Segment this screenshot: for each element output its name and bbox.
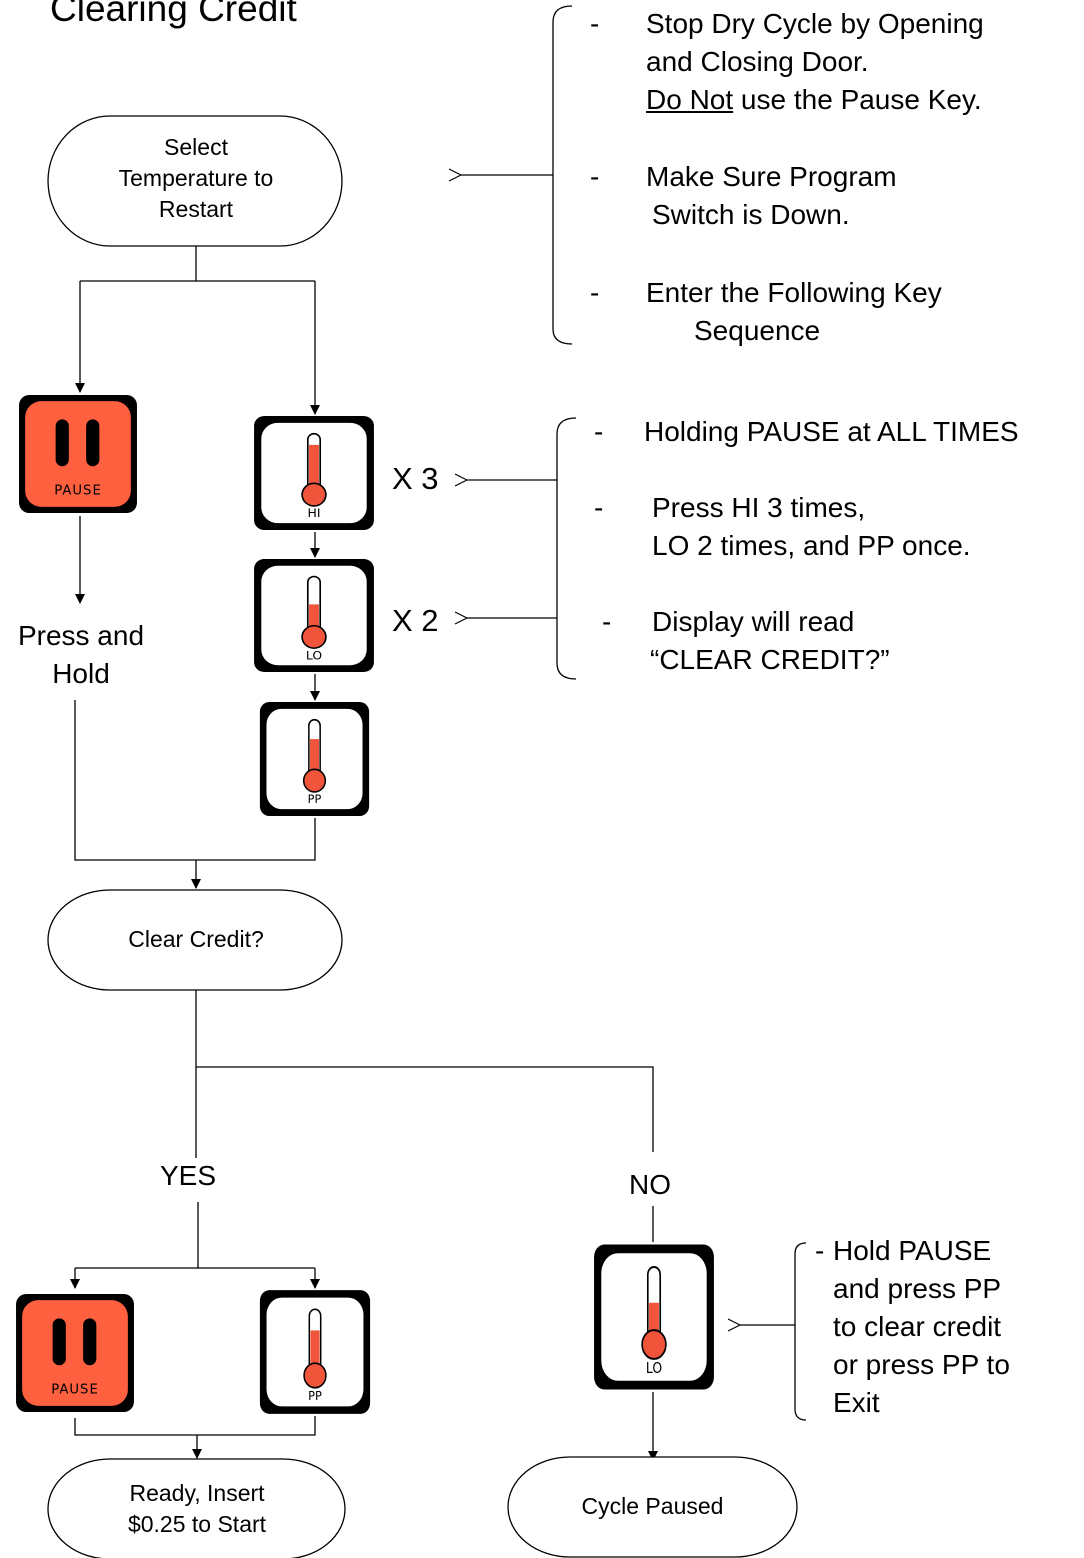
- connectors: [70, 246, 658, 1461]
- lo-key-bottom[interactable]: LO: [592, 1242, 716, 1392]
- thermometer-icon: [301, 432, 327, 507]
- select-temp-line-2: Temperature to: [118, 165, 274, 191]
- thermometer-mercury: [649, 1302, 659, 1340]
- bottom-note-line-5: Exit: [833, 1387, 880, 1418]
- thermometer-icon: [303, 1308, 327, 1389]
- middle-note-dash-1: -: [594, 416, 604, 447]
- temp-key-label: PP: [308, 1388, 322, 1403]
- pause-bar-right: [86, 419, 100, 467]
- thermometer-mercury: [309, 739, 320, 777]
- thermometer-bulb: [301, 482, 327, 507]
- thermometer-mercury: [309, 604, 319, 634]
- middle-bracket: [556, 417, 577, 680]
- thermometer-mercury: [310, 1330, 320, 1372]
- bottom-note-line-4: or press PP to: [833, 1349, 1010, 1380]
- bottom-bracket: [794, 1242, 807, 1421]
- top-note-line-1c: Do Not use the Pause Key.: [646, 83, 982, 117]
- temp-key-label: PP: [308, 792, 322, 806]
- top-note-line-2a: Make Sure Program: [646, 161, 897, 192]
- thermometer-icon: [302, 718, 327, 793]
- pause-key-label: PAUSE: [54, 484, 102, 499]
- middle-note-line-3a: Display will read: [652, 606, 855, 637]
- thermometer-bulb: [641, 1329, 667, 1360]
- do-not-underlined: Do Not: [646, 84, 734, 115]
- top-note-line-1b: and Closing Door.: [646, 46, 869, 77]
- top-note-line-1a: Stop Dry Cycle by Opening: [646, 8, 984, 39]
- ready-line-2: $0.25 to Start: [127, 1511, 267, 1537]
- middle-note-line-2b: LO 2 times, and PP once.: [652, 530, 971, 561]
- thermometer-mercury: [309, 444, 319, 491]
- lo-key[interactable]: LO: [252, 557, 376, 674]
- top-bracket: [552, 5, 573, 345]
- ready-line-1: Ready, Insert: [129, 1480, 265, 1506]
- thermometer-icon: [301, 575, 327, 649]
- middle-note-line-2a: Press HI 3 times,: [652, 492, 866, 523]
- clear-credit-text: Clear Credit?: [128, 926, 264, 952]
- page-title: Clearing Credit: [50, 0, 297, 29]
- clear-credit-node: Clear Credit?: [50, 924, 342, 955]
- bottom-note-dash: -: [815, 1235, 825, 1266]
- middle-note-line-1: Holding PAUSE at ALL TIMES: [644, 416, 1019, 447]
- bottom-note-line-3: to clear credit: [833, 1311, 1002, 1342]
- pp-key-bottom[interactable]: PP: [258, 1288, 372, 1416]
- pp-key[interactable]: PP: [258, 700, 371, 818]
- pause-bar-left: [52, 1318, 66, 1366]
- middle-note-dash-3: -: [602, 606, 612, 637]
- cycle-paused-shape: [507, 1456, 798, 1558]
- top-note-line-3b: Sequence: [694, 315, 821, 346]
- thermometer-bulb: [303, 1362, 327, 1389]
- pause-key-face: [25, 401, 131, 507]
- select-temp-line-1: Select: [164, 134, 228, 160]
- top-note-dash-1: -: [590, 8, 600, 39]
- temp-key-label: HI: [308, 507, 321, 521]
- press-and-hold-label: Press and Hold: [0, 617, 162, 693]
- pause-key-label: PAUSE: [51, 1383, 99, 1398]
- temp-key-label: LO: [646, 1360, 662, 1377]
- ready-shape: [47, 1458, 346, 1558]
- x2-label: X 2: [392, 603, 439, 638]
- ready-node: Ready, Insert $0.25 to Start: [50, 1478, 344, 1540]
- no-label: NO: [629, 1169, 671, 1200]
- bottom-note-line-2: and press PP: [833, 1273, 1002, 1304]
- pointer-arrows: [461, 175, 795, 1325]
- temp-key-label: LO: [306, 649, 322, 663]
- select-temp-node: Select Temperature to Restart: [50, 132, 342, 225]
- clear-credit-shape: [47, 889, 343, 991]
- top-note-dash-3: -: [590, 277, 600, 308]
- pause-bars-icon: [55, 419, 100, 467]
- bottom-note-line-1: Hold PAUSE: [833, 1235, 992, 1266]
- pause-bar-right: [83, 1318, 97, 1366]
- hi-key[interactable]: HI: [252, 414, 376, 532]
- select-temp-shape: [47, 115, 343, 247]
- select-temp-line-3: Restart: [158, 196, 234, 222]
- pause-bar-left: [55, 419, 69, 467]
- thermometer-bulb: [301, 624, 327, 649]
- top-note-dash-2: -: [590, 161, 600, 192]
- thermometer-icon: [641, 1266, 667, 1360]
- yes-label: YES: [160, 1160, 217, 1191]
- x3-label: X 3: [392, 461, 439, 496]
- cycle-paused-node: Cycle Paused: [508, 1491, 797, 1522]
- top-note-line-3a: Enter the Following Key: [646, 277, 942, 308]
- middle-note-line-3b: “CLEAR CREDIT?”: [650, 644, 890, 675]
- pause-key-top[interactable]: PAUSE: [17, 392, 139, 516]
- top-note-line-2b: Switch is Down.: [652, 199, 850, 230]
- press-and-hold-line-2: Hold: [52, 658, 110, 689]
- pause-key-face: [22, 1300, 128, 1406]
- pause-key-bottom[interactable]: PAUSE: [14, 1288, 136, 1418]
- top-note-line-1c-rest: use the Pause Key.: [733, 84, 982, 115]
- press-and-hold-line-1: Press and: [17, 620, 145, 651]
- pause-bars-icon: [52, 1318, 97, 1366]
- cycle-paused-text: Cycle Paused: [581, 1493, 724, 1519]
- terminal-shapes: [47, 115, 798, 1558]
- middle-note-dash-2: -: [594, 492, 604, 523]
- thermometer-bulb: [302, 768, 327, 793]
